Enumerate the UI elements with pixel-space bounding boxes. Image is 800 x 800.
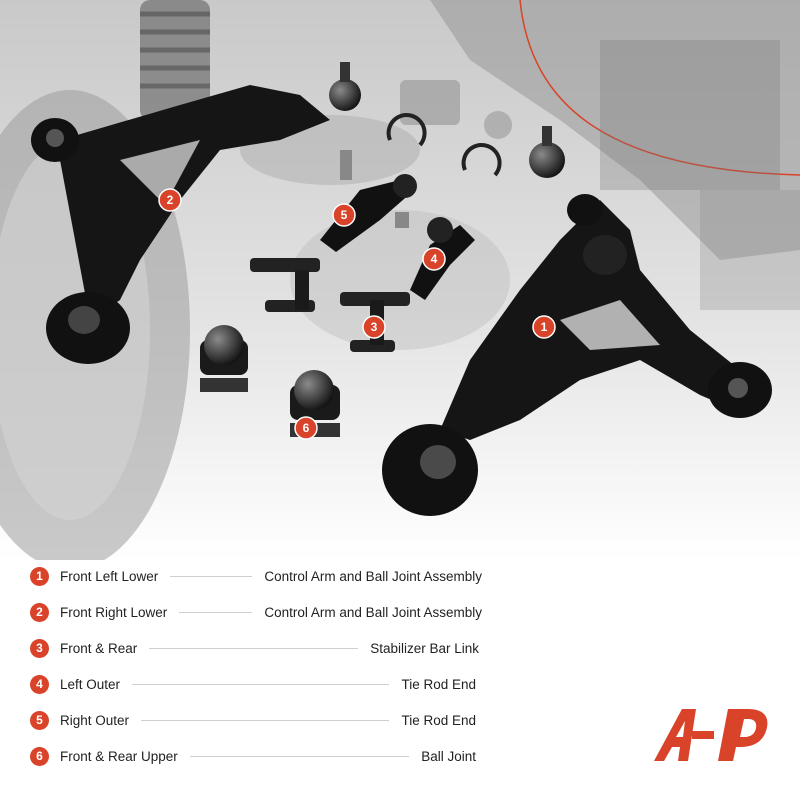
control-arm-right — [382, 126, 772, 516]
item-description: Control Arm and Ball Joint Assembly — [264, 604, 482, 620]
background-scene — [0, 0, 800, 560]
item-position: Front & Rear — [60, 640, 138, 656]
svg-text:2: 2 — [167, 193, 174, 207]
item-position: Front & Rear Upper — [60, 748, 178, 764]
svg-text:6: 6 — [303, 421, 310, 435]
svg-text:3: 3 — [371, 320, 378, 334]
item-description: Ball Joint — [421, 748, 476, 764]
ball-joints — [200, 325, 340, 437]
callout-2: 2 — [158, 188, 182, 212]
tie-rod-end-right — [320, 150, 417, 252]
parts-list-item: 3 Front & Rear Stabilizer Bar Link — [30, 635, 479, 661]
item-description: Control Arm and Ball Joint Assembly — [264, 568, 482, 584]
leader-line — [132, 683, 390, 685]
item-description: Tie Rod End — [401, 676, 476, 692]
leader-line — [141, 719, 390, 721]
product-photo: 1 2 3 4 5 6 — [0, 0, 800, 560]
parts-list-item: 1 Front Left Lower Control Arm and Ball … — [30, 563, 482, 589]
callout-6: 6 — [294, 416, 318, 440]
item-description: Tie Rod End — [401, 712, 476, 728]
item-number-badge: 6 — [30, 746, 49, 766]
item-position: Front Right Lower — [60, 604, 168, 620]
parts-list-item: 5 Right Outer Tie Rod End — [30, 707, 476, 733]
svg-text:4: 4 — [431, 252, 438, 266]
parts-list: 1 Front Left Lower Control Arm and Ball … — [0, 556, 800, 800]
item-number-badge: 4 — [30, 674, 49, 694]
parts-list-item: 4 Left Outer Tie Rod End — [30, 671, 476, 697]
parts-list-item: 6 Front & Rear Upper Ball Joint — [30, 743, 476, 769]
leader-line — [189, 755, 410, 757]
callout-5: 5 — [332, 203, 356, 227]
parts-list-item: 2 Front Right Lower Control Arm and Ball… — [30, 599, 482, 625]
svg-text:1: 1 — [541, 320, 548, 334]
leader-line — [179, 611, 253, 613]
item-position: Left Outer — [60, 676, 121, 692]
callout-4: 4 — [422, 247, 446, 271]
item-description: Stabilizer Bar Link — [370, 640, 479, 656]
leader-line — [170, 575, 253, 577]
callout-1: 1 — [532, 315, 556, 339]
item-number-badge: 1 — [30, 566, 49, 586]
brand-logo-icon — [654, 709, 768, 761]
item-position: Front Left Lower — [60, 568, 159, 584]
item-number-badge: 2 — [30, 602, 49, 622]
circlips — [386, 113, 502, 177]
item-number-badge: 5 — [30, 710, 49, 730]
stabilizer-links — [250, 258, 410, 352]
item-position: Right Outer — [60, 712, 130, 728]
svg-text:5: 5 — [341, 208, 348, 222]
control-arm-left — [31, 62, 361, 364]
leader-line — [149, 647, 359, 649]
item-number-badge: 3 — [30, 638, 49, 658]
callout-3: 3 — [362, 315, 386, 339]
